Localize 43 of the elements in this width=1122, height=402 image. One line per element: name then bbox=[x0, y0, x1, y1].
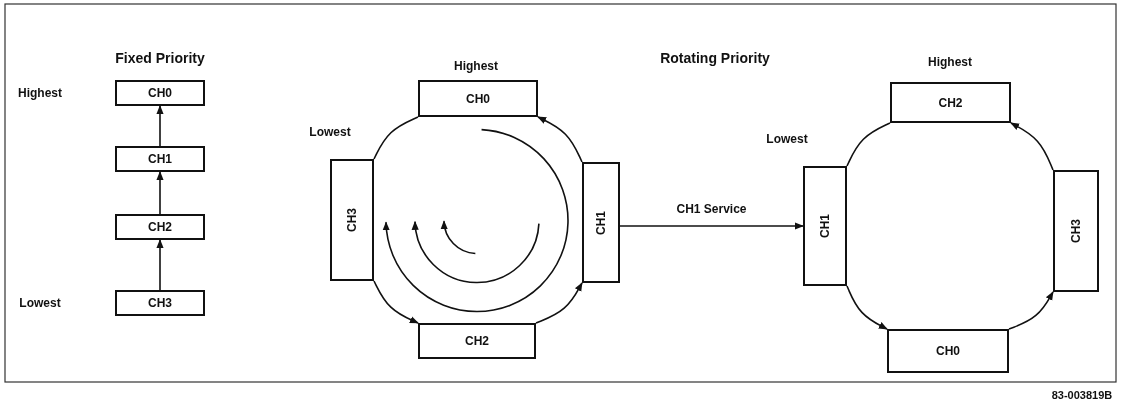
priority-label: Lowest bbox=[19, 296, 61, 310]
channel-box bbox=[1053, 170, 1099, 292]
channel-box bbox=[582, 162, 620, 283]
channel-box bbox=[115, 80, 205, 106]
channel-label: CH2 bbox=[465, 334, 489, 348]
section-heading: Rotating Priority bbox=[660, 50, 770, 66]
arrow bbox=[846, 285, 888, 330]
channel-box bbox=[418, 323, 536, 359]
connector-line bbox=[846, 122, 891, 167]
channel-box bbox=[115, 214, 205, 240]
channel-label: CH0 bbox=[466, 91, 490, 106]
channel-label: CH1 bbox=[148, 152, 172, 166]
channel-label: CH2 bbox=[148, 220, 172, 234]
edge-label: CH1 Service bbox=[674, 202, 749, 216]
channel-label: CH2 bbox=[938, 95, 963, 110]
arrow bbox=[535, 282, 583, 324]
channel-box bbox=[803, 166, 847, 286]
arrow bbox=[1008, 291, 1054, 330]
arrow bbox=[619, 222, 804, 230]
channel-box bbox=[890, 82, 1011, 123]
arrow bbox=[373, 280, 419, 324]
priority-label: Lowest bbox=[309, 125, 351, 139]
channel-box bbox=[418, 80, 538, 117]
channel-label: CH1 bbox=[818, 214, 832, 238]
priority-label: Highest bbox=[18, 86, 62, 100]
channel-box bbox=[330, 159, 374, 281]
connector-line bbox=[373, 116, 419, 160]
channel-label: CH3 bbox=[1069, 219, 1083, 243]
arrow bbox=[156, 171, 164, 215]
channel-box bbox=[887, 329, 1009, 373]
arrow bbox=[537, 116, 583, 163]
channel-label: CH1 bbox=[594, 210, 608, 235]
arrow bbox=[156, 239, 164, 291]
channel-label: CH0 bbox=[936, 344, 960, 358]
channel-label: CH3 bbox=[345, 208, 359, 232]
figure-number: 83-003819B bbox=[1051, 389, 1113, 401]
priority-label: Lowest bbox=[766, 132, 808, 146]
arrow bbox=[156, 105, 164, 147]
arrow bbox=[1010, 122, 1054, 171]
channel-label: CH0 bbox=[148, 86, 172, 100]
channel-box bbox=[115, 290, 205, 316]
channel-box bbox=[115, 146, 205, 172]
channel-label: CH3 bbox=[148, 296, 172, 310]
